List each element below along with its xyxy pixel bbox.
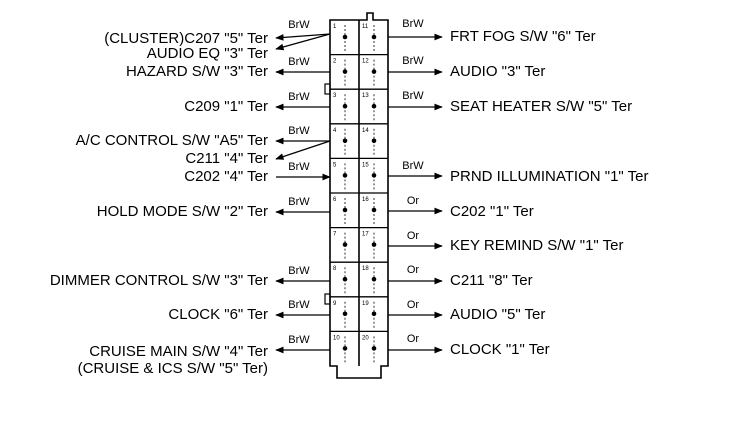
- left-label: C202 "4" Ter: [184, 168, 268, 185]
- left-pin-number: 1: [333, 24, 337, 30]
- right-pin-contact: [371, 69, 377, 74]
- right-wire-color: Or: [407, 333, 420, 345]
- left-wire-arrow: [275, 33, 331, 41]
- left-wire-arrow: [275, 140, 331, 160]
- right-label: CLOCK "1" Ter: [450, 341, 550, 358]
- right-label: KEY REMIND S/W "1" Ter: [450, 237, 623, 254]
- left-pin-number: 4: [333, 128, 337, 134]
- right-pin-number: 16: [362, 197, 369, 203]
- left-label: A/C CONTROL S/W "A5" Ter: [76, 132, 268, 149]
- left-wires: [275, 33, 331, 354]
- right-pin-cells: 11 12 13 14 15 16 17 18 19 20: [362, 24, 377, 363]
- right-label: C211 "8" Ter: [450, 272, 533, 289]
- right-pin-number: 18: [362, 266, 369, 272]
- left-pin-number: 5: [333, 162, 337, 168]
- locking-tab-lower: [324, 293, 331, 305]
- left-pin-number: 3: [333, 93, 337, 99]
- left-pin-number: 2: [333, 59, 337, 65]
- right-wire-color: BrW: [402, 90, 424, 102]
- left-wire-arrow: [275, 33, 331, 51]
- right-wire-color: Or: [407, 264, 420, 276]
- left-label: (CRUISE & ICS S/W "5" Ter): [78, 360, 268, 377]
- left-label: (CLUSTER)C207 "5" Ter: [104, 30, 268, 47]
- left-wire-color: BrW: [288, 91, 310, 103]
- left-wire-color: BrW: [288, 299, 310, 311]
- right-pin-number: 12: [362, 59, 369, 65]
- left-label: HOLD MODE S/W "2" Ter: [97, 203, 268, 220]
- left-pin-number: 7: [333, 232, 337, 238]
- left-wire-color: BrW: [288, 161, 310, 173]
- left-wire-color: BrW: [288, 56, 310, 68]
- left-label: C211 "4" Ter: [185, 150, 268, 167]
- right-label: SEAT HEATER S/W "5" Ter: [450, 98, 632, 115]
- left-label: HAZARD S/W "3" Ter: [126, 63, 268, 80]
- right-wire-color: BrW: [402, 55, 424, 67]
- right-wire-color: BrW: [402, 160, 424, 172]
- connector-outline: [329, 12, 389, 379]
- left-wire-color: BrW: [288, 19, 310, 31]
- connector: [324, 12, 389, 379]
- right-label: PRND ILLUMINATION "1" Ter: [450, 168, 648, 185]
- left-label: CRUISE MAIN S/W "4" Ter: [89, 343, 268, 360]
- left-label: C209 "1" Ter: [184, 98, 268, 115]
- right-pin-number: 17: [362, 232, 369, 238]
- left-pin-number: 9: [333, 301, 337, 307]
- right-label: C202 "1" Ter: [450, 203, 534, 220]
- right-pin-number: 11: [362, 24, 369, 30]
- left-label: AUDIO EQ "3" Ter: [147, 45, 268, 62]
- right-label: AUDIO "5" Ter: [450, 306, 545, 323]
- left-label: CLOCK "6" Ter: [168, 306, 268, 323]
- connector-row-dividers: [330, 53, 388, 333]
- right-wire-color: Or: [407, 299, 420, 311]
- right-label: FRT FOG S/W "6" Ter: [450, 28, 596, 45]
- right-wire-color: Or: [407, 230, 420, 242]
- left-pin-number: 8: [333, 266, 337, 272]
- left-wire-color: BrW: [288, 196, 310, 208]
- left-wire-color: BrW: [288, 334, 310, 346]
- right-wire-color: BrW: [402, 18, 424, 30]
- right-wire-color: Or: [407, 195, 420, 207]
- left-pin-contact: [342, 69, 348, 74]
- left-wire-color: BrW: [288, 265, 310, 277]
- left-pin-number: 6: [333, 197, 337, 203]
- left-label: DIMMER CONTROL S/W "3" Ter: [50, 272, 268, 289]
- right-wires: [388, 33, 443, 354]
- left-wire-color: BrW: [288, 125, 310, 137]
- right-pin-number: 15: [362, 162, 369, 168]
- left-pin-number: 10: [333, 335, 340, 341]
- right-pin-number: 20: [362, 335, 369, 341]
- right-label: AUDIO "3" Ter: [450, 63, 545, 80]
- left-pin-cells: 1 2 3 4 5 6 7 8 9 10: [333, 24, 348, 363]
- right-pin-number: 14: [362, 128, 369, 134]
- right-pin-number: 13: [362, 93, 369, 99]
- right-pin-number: 19: [362, 301, 369, 307]
